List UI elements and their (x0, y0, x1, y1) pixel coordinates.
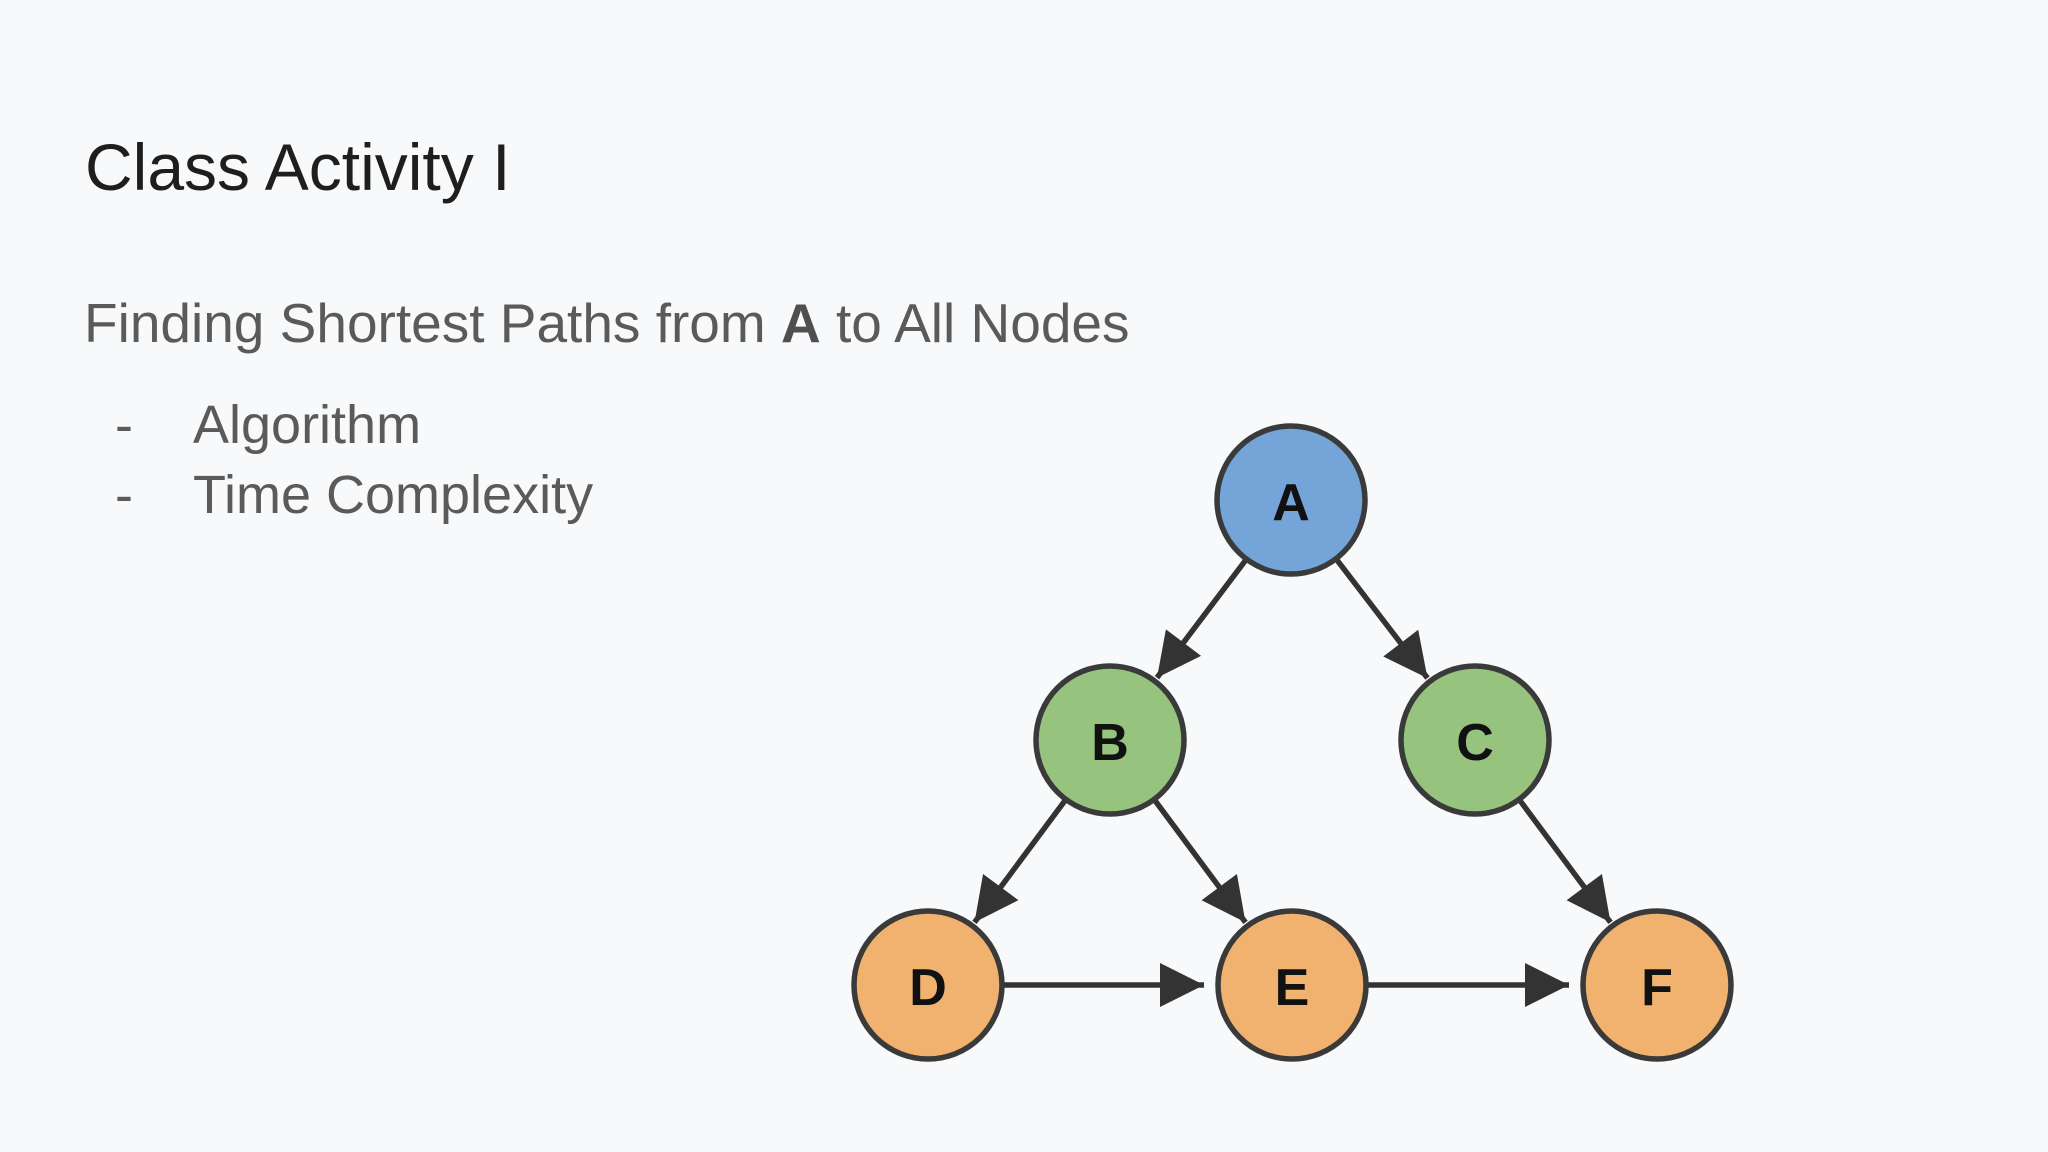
graph-node-A: A (1214, 423, 1368, 577)
node-circle (851, 908, 1005, 1062)
node-label: A (1272, 474, 1310, 532)
node-circle (1580, 908, 1734, 1062)
node-label: C (1456, 714, 1494, 772)
bullet-item-algorithm: - Algorithm (115, 390, 593, 460)
graph-node-D: D (851, 908, 1005, 1062)
node-label: F (1641, 959, 1673, 1017)
node-circle (1215, 908, 1369, 1062)
graph-node-B: B (1033, 663, 1187, 817)
subtitle-prefix: Finding Shortest Paths from (84, 292, 781, 354)
node-label: B (1091, 714, 1129, 772)
node-circle (1398, 663, 1552, 817)
bullet-dash-icon: - (115, 395, 133, 455)
slide-title: Class Activity I (85, 130, 511, 204)
node-label: D (909, 959, 947, 1017)
graph-node-E: E (1215, 908, 1369, 1062)
subtitle-emphasis: A (780, 292, 821, 354)
bullet-label: Time Complexity (193, 465, 594, 525)
bullet-item-time-complexity: - Time Complexity (115, 460, 593, 530)
node-circle (1214, 423, 1368, 577)
bullet-dash-icon: - (115, 465, 133, 525)
bullet-list: - Algorithm - Time Complexity (115, 390, 593, 530)
node-label: E (1275, 959, 1310, 1017)
subtitle-suffix: to All Nodes (820, 292, 1130, 354)
slide-subtitle: Finding Shortest Paths from A to All Nod… (84, 290, 1130, 356)
graph-node-F: F (1580, 908, 1734, 1062)
node-circle (1033, 663, 1187, 817)
graph-node-C: C (1398, 663, 1552, 817)
bullet-label: Algorithm (193, 395, 422, 455)
